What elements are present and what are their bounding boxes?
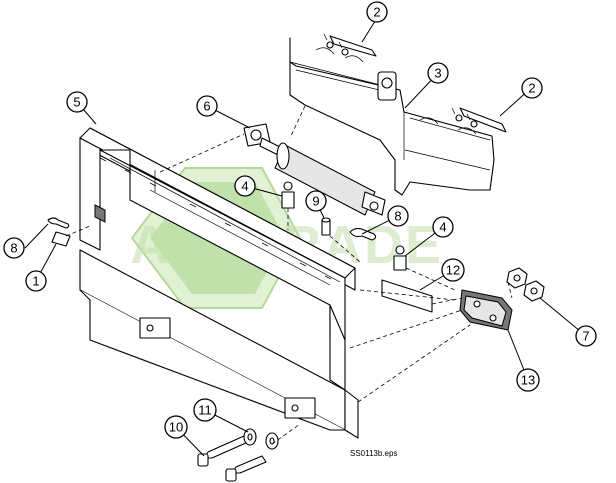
callout-12: 12 (441, 258, 465, 282)
part-8-cotter-left (47, 217, 70, 229)
part-1-pin (51, 231, 71, 247)
part-3-upper-bracket (289, 37, 495, 196)
callout-4-right: 4 (432, 216, 454, 238)
callout-11: 11 (193, 398, 217, 422)
callout-8-left: 8 (3, 237, 25, 259)
callout-10-label: 10 (169, 420, 183, 435)
part-7-nuts (506, 267, 545, 302)
callout-2-top: 2 (366, 1, 388, 23)
callout-2-right-label: 2 (528, 81, 535, 96)
callout-7: 7 (575, 325, 597, 347)
part-11-washers (243, 428, 279, 450)
callout-4-left: 4 (234, 175, 256, 197)
part-12-pad (381, 279, 433, 313)
part-5-main-frame (79, 127, 359, 439)
callout-8-right-label: 8 (394, 209, 401, 224)
callout-8-right: 8 (387, 205, 409, 227)
file-name: SS0113b.eps (350, 449, 397, 458)
callout-13-label: 13 (521, 373, 535, 388)
callout-2-right: 2 (521, 77, 543, 99)
callout-10: 10 (164, 415, 188, 439)
callout-7-label: 7 (582, 329, 589, 344)
callout-13: 13 (516, 368, 540, 392)
part-8-cotter-right (349, 227, 377, 241)
part-4-fitting-left (281, 181, 295, 209)
part-9-pin (321, 217, 331, 236)
callout-9: 9 (305, 190, 327, 212)
callout-4-left-label: 4 (241, 179, 248, 194)
callout-2-top-label: 2 (373, 5, 380, 20)
callout-9-label: 9 (312, 194, 319, 209)
callout-11-label: 11 (198, 403, 212, 418)
callout-8-left-label: 8 (10, 241, 17, 256)
part-2-latch-left (323, 33, 377, 57)
callout-5: 5 (66, 91, 88, 113)
callout-1-label: 1 (32, 274, 39, 289)
callout-3-label: 3 (434, 66, 441, 81)
part-4-fitting-right (393, 245, 407, 271)
callout-5-label: 5 (73, 95, 80, 110)
callout-6: 6 (196, 95, 218, 117)
callout-1: 1 (25, 270, 47, 292)
assembly-lines (65, 105, 513, 445)
part-10-bolts (197, 435, 267, 482)
part-13-bumper (459, 289, 513, 331)
callout-3: 3 (427, 62, 449, 84)
callout-12-label: 12 (446, 263, 460, 278)
callout-6-label: 6 (203, 99, 210, 114)
part-2-latch-right (451, 107, 507, 133)
callout-4-right-label: 4 (439, 220, 446, 235)
part-6-hydraulic-cylinder (243, 123, 386, 216)
